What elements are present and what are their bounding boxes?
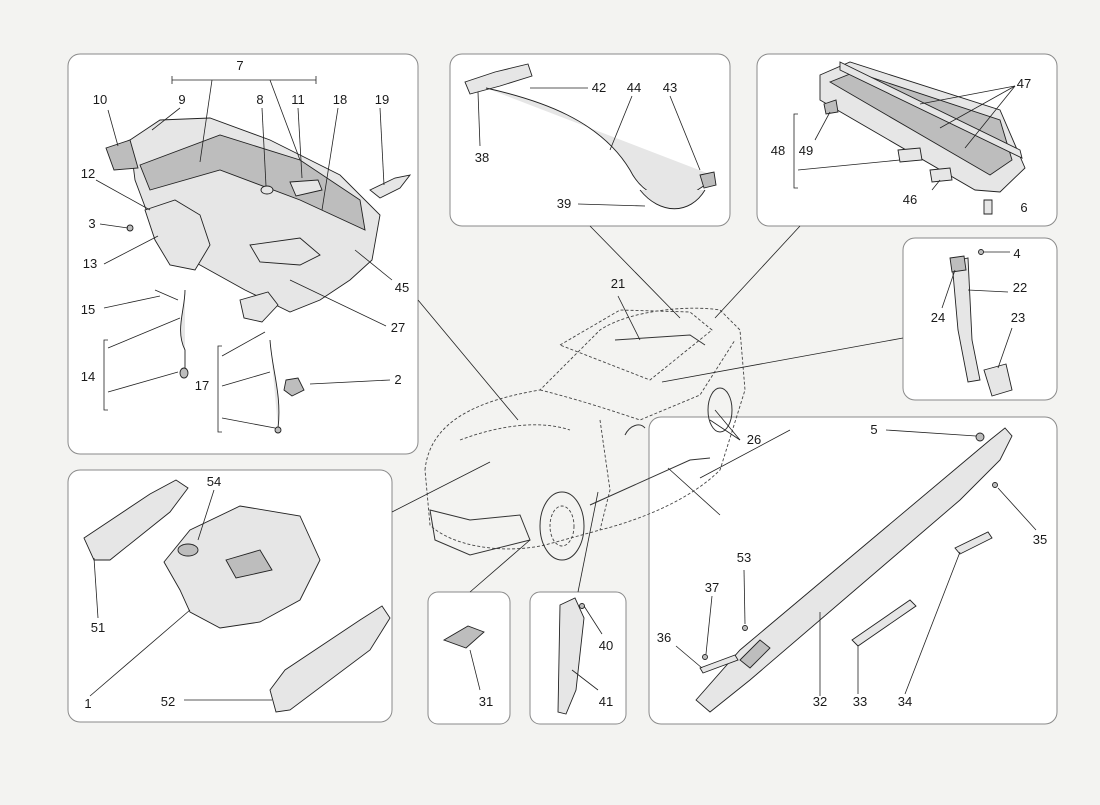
callout-11: 11 (291, 92, 305, 107)
cowl-panel-parts (105, 117, 412, 434)
engine-cover-parts (83, 479, 391, 713)
callout-44: 44 (627, 80, 641, 95)
callout-23: 23 (1011, 310, 1025, 325)
callout-48: 48 (771, 143, 785, 158)
panel-pillar (902, 237, 1058, 401)
callout-27: 27 (391, 320, 405, 335)
callout-2: 2 (394, 372, 401, 387)
callout-13: 13 (83, 256, 97, 271)
callout-6: 6 (1020, 200, 1027, 215)
side-sill-parts (695, 427, 1013, 713)
callout-9: 9 (178, 92, 185, 107)
callout-4: 4 (1013, 246, 1020, 261)
callout-47: 47 (1017, 76, 1031, 91)
callout-10: 10 (93, 92, 107, 107)
callout-numbers: 7 9 10 8 11 18 19 12 3 13 45 15 27 14 17… (81, 58, 1047, 711)
leader-lines (89, 76, 1037, 701)
callout-26: 26 (747, 432, 761, 447)
callout-5: 5 (870, 422, 877, 437)
callout-45: 45 (395, 280, 409, 295)
callout-22: 22 (1013, 280, 1027, 295)
roof-seal-parts (464, 63, 717, 210)
callout-19: 19 (375, 92, 389, 107)
callout-40: 40 (599, 638, 613, 653)
pillar-parts (949, 249, 1013, 397)
callout-14: 14 (81, 369, 95, 384)
callout-33: 33 (853, 694, 867, 709)
callout-12: 12 (81, 166, 95, 181)
callout-52: 52 (161, 694, 175, 709)
trim-strip-part (557, 597, 585, 715)
callout-21: 21 (611, 276, 625, 291)
callout-46: 46 (903, 192, 917, 207)
callout-32: 32 (813, 694, 827, 709)
callout-42: 42 (592, 80, 606, 95)
callout-24: 24 (931, 310, 945, 325)
callout-43: 43 (663, 80, 677, 95)
callout-54: 54 (207, 474, 221, 489)
callout-34: 34 (898, 694, 912, 709)
callout-17: 17 (195, 378, 209, 393)
panel-vent (427, 591, 511, 725)
callout-36: 36 (657, 630, 671, 645)
callout-1: 1 (84, 696, 91, 711)
callout-53: 53 (737, 550, 751, 565)
callout-49: 49 (799, 143, 813, 158)
callout-7: 7 (236, 58, 243, 73)
callout-51: 51 (91, 620, 105, 635)
callout-41: 41 (599, 694, 613, 709)
callout-15: 15 (81, 302, 95, 317)
callout-3: 3 (88, 216, 95, 231)
callout-18: 18 (333, 92, 347, 107)
callout-31: 31 (479, 694, 493, 709)
vent-part (442, 625, 485, 649)
callout-37: 37 (705, 580, 719, 595)
callout-39: 39 (557, 196, 571, 211)
callout-8: 8 (256, 92, 263, 107)
callout-35: 35 (1033, 532, 1047, 547)
callout-38: 38 (475, 150, 489, 165)
